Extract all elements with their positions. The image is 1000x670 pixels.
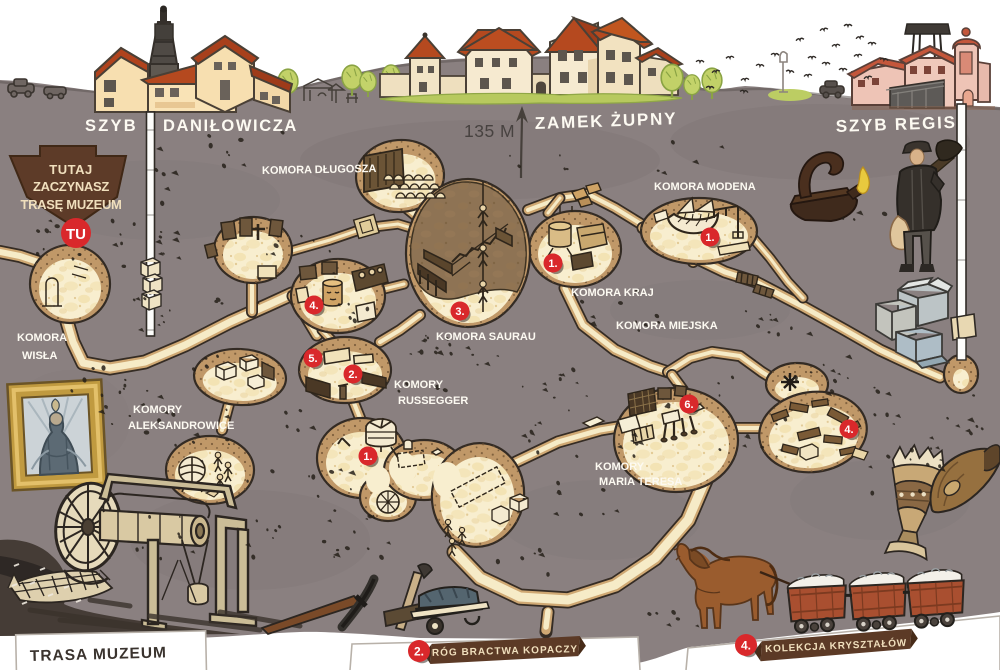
svg-text:1.: 1. [363,451,372,463]
svg-text:TRASA MUZEUM: TRASA MUZEUM [30,644,168,665]
svg-text:ALEKSANDROWICE: ALEKSANDROWICE [128,420,234,432]
svg-text:KOMORY: KOMORY [394,379,444,391]
svg-text:1.: 1. [548,258,557,270]
svg-text:6.: 6. [684,399,693,411]
svg-text:ZACZYNASZ: ZACZYNASZ [33,179,109,194]
svg-text:1.: 1. [705,232,714,244]
svg-text:TU: TU [66,226,86,243]
svg-text:KOMORA SAURAU: KOMORA SAURAU [436,331,536,343]
svg-text:ZAMEK ŻUPNY: ZAMEK ŻUPNY [534,109,677,133]
svg-text:4.: 4. [309,300,318,312]
svg-text:DANIŁOWICZA: DANIŁOWICZA [163,117,298,135]
svg-text:KOMORA KRAJ: KOMORA KRAJ [571,287,654,299]
svg-text:KOMORA MODENA: KOMORA MODENA [654,181,756,193]
svg-text:RÓG BRACTWA KOPACZY: RÓG BRACTWA KOPACZY [432,642,579,659]
svg-text:135 M: 135 M [464,121,515,141]
svg-text:MARIA TERESA: MARIA TERESA [599,476,682,488]
svg-text:2.: 2. [414,644,424,658]
svg-text:2.: 2. [348,369,357,381]
svg-text:SZYB REGIS: SZYB REGIS [835,113,957,136]
svg-text:WISŁA: WISŁA [22,350,57,362]
svg-text:TRASĘ MUZEUM: TRASĘ MUZEUM [20,197,121,212]
svg-text:5.: 5. [308,353,317,365]
svg-text:4.: 4. [844,424,853,436]
svg-text:KOMORY: KOMORY [595,461,645,473]
svg-text:KOMORA DŁUGOSZA: KOMORA DŁUGOSZA [262,163,377,177]
svg-text:TUTAJ: TUTAJ [49,162,92,177]
svg-text:KOMORY: KOMORY [133,404,183,416]
svg-text:3.: 3. [455,306,464,318]
svg-text:4.: 4. [741,638,751,652]
svg-text:KOMORA: KOMORA [17,332,67,344]
svg-text:KOMORA MIEJSKA: KOMORA MIEJSKA [616,320,718,332]
svg-text:RUSSEGGER: RUSSEGGER [398,395,468,407]
svg-text:SZYB: SZYB [85,117,138,135]
